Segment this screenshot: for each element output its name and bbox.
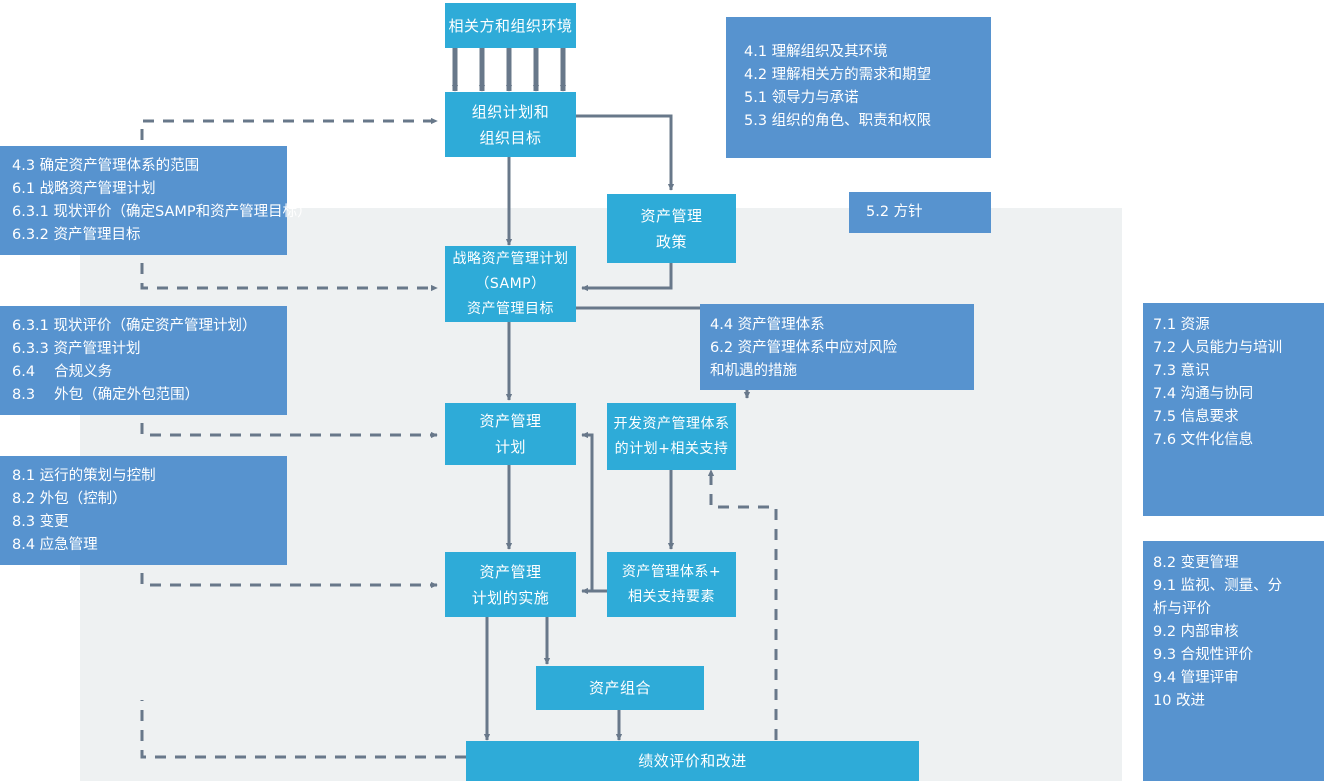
- node-line: 开发资产管理体系: [613, 415, 730, 432]
- refbox-line: 和机遇的措施: [710, 363, 797, 379]
- refbox-context-clauses[interactable]: 4.1 理解组织及其环境 4.2 理解相关方的需求和期望 5.1 领导力与承诺 …: [726, 17, 991, 158]
- node-am-plan-implementation[interactable]: 资产管理 计划的实施: [445, 552, 576, 617]
- refbox-support-clauses[interactable]: 7.1 资源 7.2 人员能力与培训 7.3 意识 7.4 沟通与协同 7.5 …: [1143, 303, 1324, 516]
- node-performance-evaluation-improvement[interactable]: 绩效评价和改进: [466, 741, 919, 781]
- node-asset-portfolio[interactable]: 资产组合: [536, 666, 704, 710]
- refbox-line: 7.1 资源: [1153, 317, 1210, 333]
- node-line: 资产管理目标: [467, 300, 554, 317]
- node-line: 组织计划和: [471, 102, 550, 121]
- node-line: 资产管理: [640, 206, 703, 225]
- node-ams-and-support-elements[interactable]: 资产管理体系+ 相关支持要素: [607, 552, 736, 617]
- refbox-line: 析与评价: [1153, 601, 1211, 617]
- node-line: 的计划+相关支持: [614, 440, 729, 457]
- refbox-line: 9.3 合规性评价: [1153, 647, 1254, 663]
- node-line: 资产管理体系+: [621, 563, 722, 580]
- refbox-line: 6.3.1 现状评价（确定资产管理计划）: [12, 318, 257, 334]
- refbox-line: 9.1 监视、测量、分: [1153, 578, 1283, 594]
- refbox-evaluation-clauses[interactable]: 8.2 变更管理 9.1 监视、测量、分 析与评价 9.2 内部审核 9.3 合…: [1143, 541, 1324, 781]
- node-line: 相关方和组织环境: [448, 16, 573, 35]
- node-asset-management-policy[interactable]: 资产管理 政策: [607, 194, 736, 263]
- refbox-line: 9.2 内部审核: [1153, 624, 1239, 640]
- node-line: （SAMP）: [475, 275, 546, 292]
- refbox-line: 5.1 领导力与承诺: [744, 90, 859, 106]
- refbox-line: 5.3 组织的角色、职责和权限: [744, 113, 932, 129]
- refbox-line: 6.3.1 现状评价（确定SAMP和资产管理目标）: [12, 204, 312, 220]
- node-stakeholders-and-context[interactable]: 相关方和组织环境: [445, 3, 576, 48]
- refbox-line: 7.4 沟通与协同: [1153, 386, 1254, 402]
- node-samp[interactable]: 战略资产管理计划 （SAMP） 资产管理目标: [445, 246, 576, 322]
- refbox-line: 6.3.3 资产管理计划: [12, 341, 141, 357]
- refbox-policy-clause[interactable]: 5.2 方针: [849, 192, 991, 233]
- node-develop-ams-plan-support[interactable]: 开发资产管理体系 的计划+相关支持: [607, 403, 736, 470]
- refbox-line: 7.5 信息要求: [1153, 409, 1239, 425]
- refbox-line: 8.1 运行的策划与控制: [12, 468, 156, 484]
- refbox-line: 7.6 文件化信息: [1153, 432, 1254, 448]
- node-line: 资产管理: [479, 412, 542, 430]
- refbox-line: 5.2 方针: [866, 204, 923, 220]
- refbox-line: 8.2 变更管理: [1153, 555, 1239, 571]
- refbox-line: 4.3 确定资产管理体系的范围: [12, 158, 200, 174]
- refbox-line: 9.4 管理评审: [1153, 670, 1239, 686]
- refbox-line: 8.3 外包（确定外包范围）: [12, 387, 200, 403]
- node-line: 政策: [655, 232, 687, 251]
- refbox-line: 7.3 意识: [1153, 363, 1210, 379]
- node-line: 计划的实施: [471, 588, 550, 607]
- node-line: 资产组合: [588, 679, 651, 697]
- refbox-line: 10 改进: [1153, 693, 1206, 709]
- refbox-line: 8.2 外包（控制）: [12, 491, 127, 507]
- refbox-line: 4.1 理解组织及其环境: [744, 44, 888, 60]
- refbox-operation-clauses[interactable]: 8.1 运行的策划与控制 8.2 外包（控制） 8.3 变更 8.4 应急管理: [0, 456, 287, 565]
- refbox-line: 7.2 人员能力与培训: [1153, 340, 1283, 356]
- node-line: 资产管理: [479, 562, 542, 581]
- refbox-plan-clauses[interactable]: 6.3.1 现状评价（确定资产管理计划） 6.3.3 资产管理计划 6.4 合规…: [0, 306, 287, 415]
- node-line: 计划: [494, 438, 526, 456]
- refbox-line: 4.2 理解相关方的需求和期望: [744, 67, 932, 83]
- node-line: 绩效评价和改进: [638, 752, 747, 770]
- refbox-line: 6.2 资产管理体系中应对风险: [710, 340, 898, 356]
- refbox-line: 6.3.2 资产管理目标: [12, 227, 141, 243]
- node-organizational-plan-objectives[interactable]: 组织计划和 组织目标: [445, 92, 576, 157]
- node-line: 相关支持要素: [628, 588, 715, 605]
- refbox-line: 6.4 合规义务: [12, 364, 113, 380]
- refbox-line: 4.4 资产管理体系: [710, 317, 825, 333]
- node-asset-management-plan[interactable]: 资产管理 计划: [445, 403, 576, 465]
- refbox-scope-clauses[interactable]: 4.3 确定资产管理体系的范围 6.1 战略资产管理计划 6.3.1 现状评价（…: [0, 146, 312, 255]
- refbox-line: 8.3 变更: [12, 514, 69, 530]
- refbox-line: 8.4 应急管理: [12, 537, 98, 553]
- refbox-risk-clauses[interactable]: 4.4 资产管理体系 6.2 资产管理体系中应对风险 和机遇的措施: [700, 304, 974, 390]
- node-line: 组织目标: [479, 128, 542, 147]
- refbox-line: 6.1 战略资产管理计划: [12, 181, 156, 197]
- node-line: 战略资产管理计划: [452, 250, 569, 267]
